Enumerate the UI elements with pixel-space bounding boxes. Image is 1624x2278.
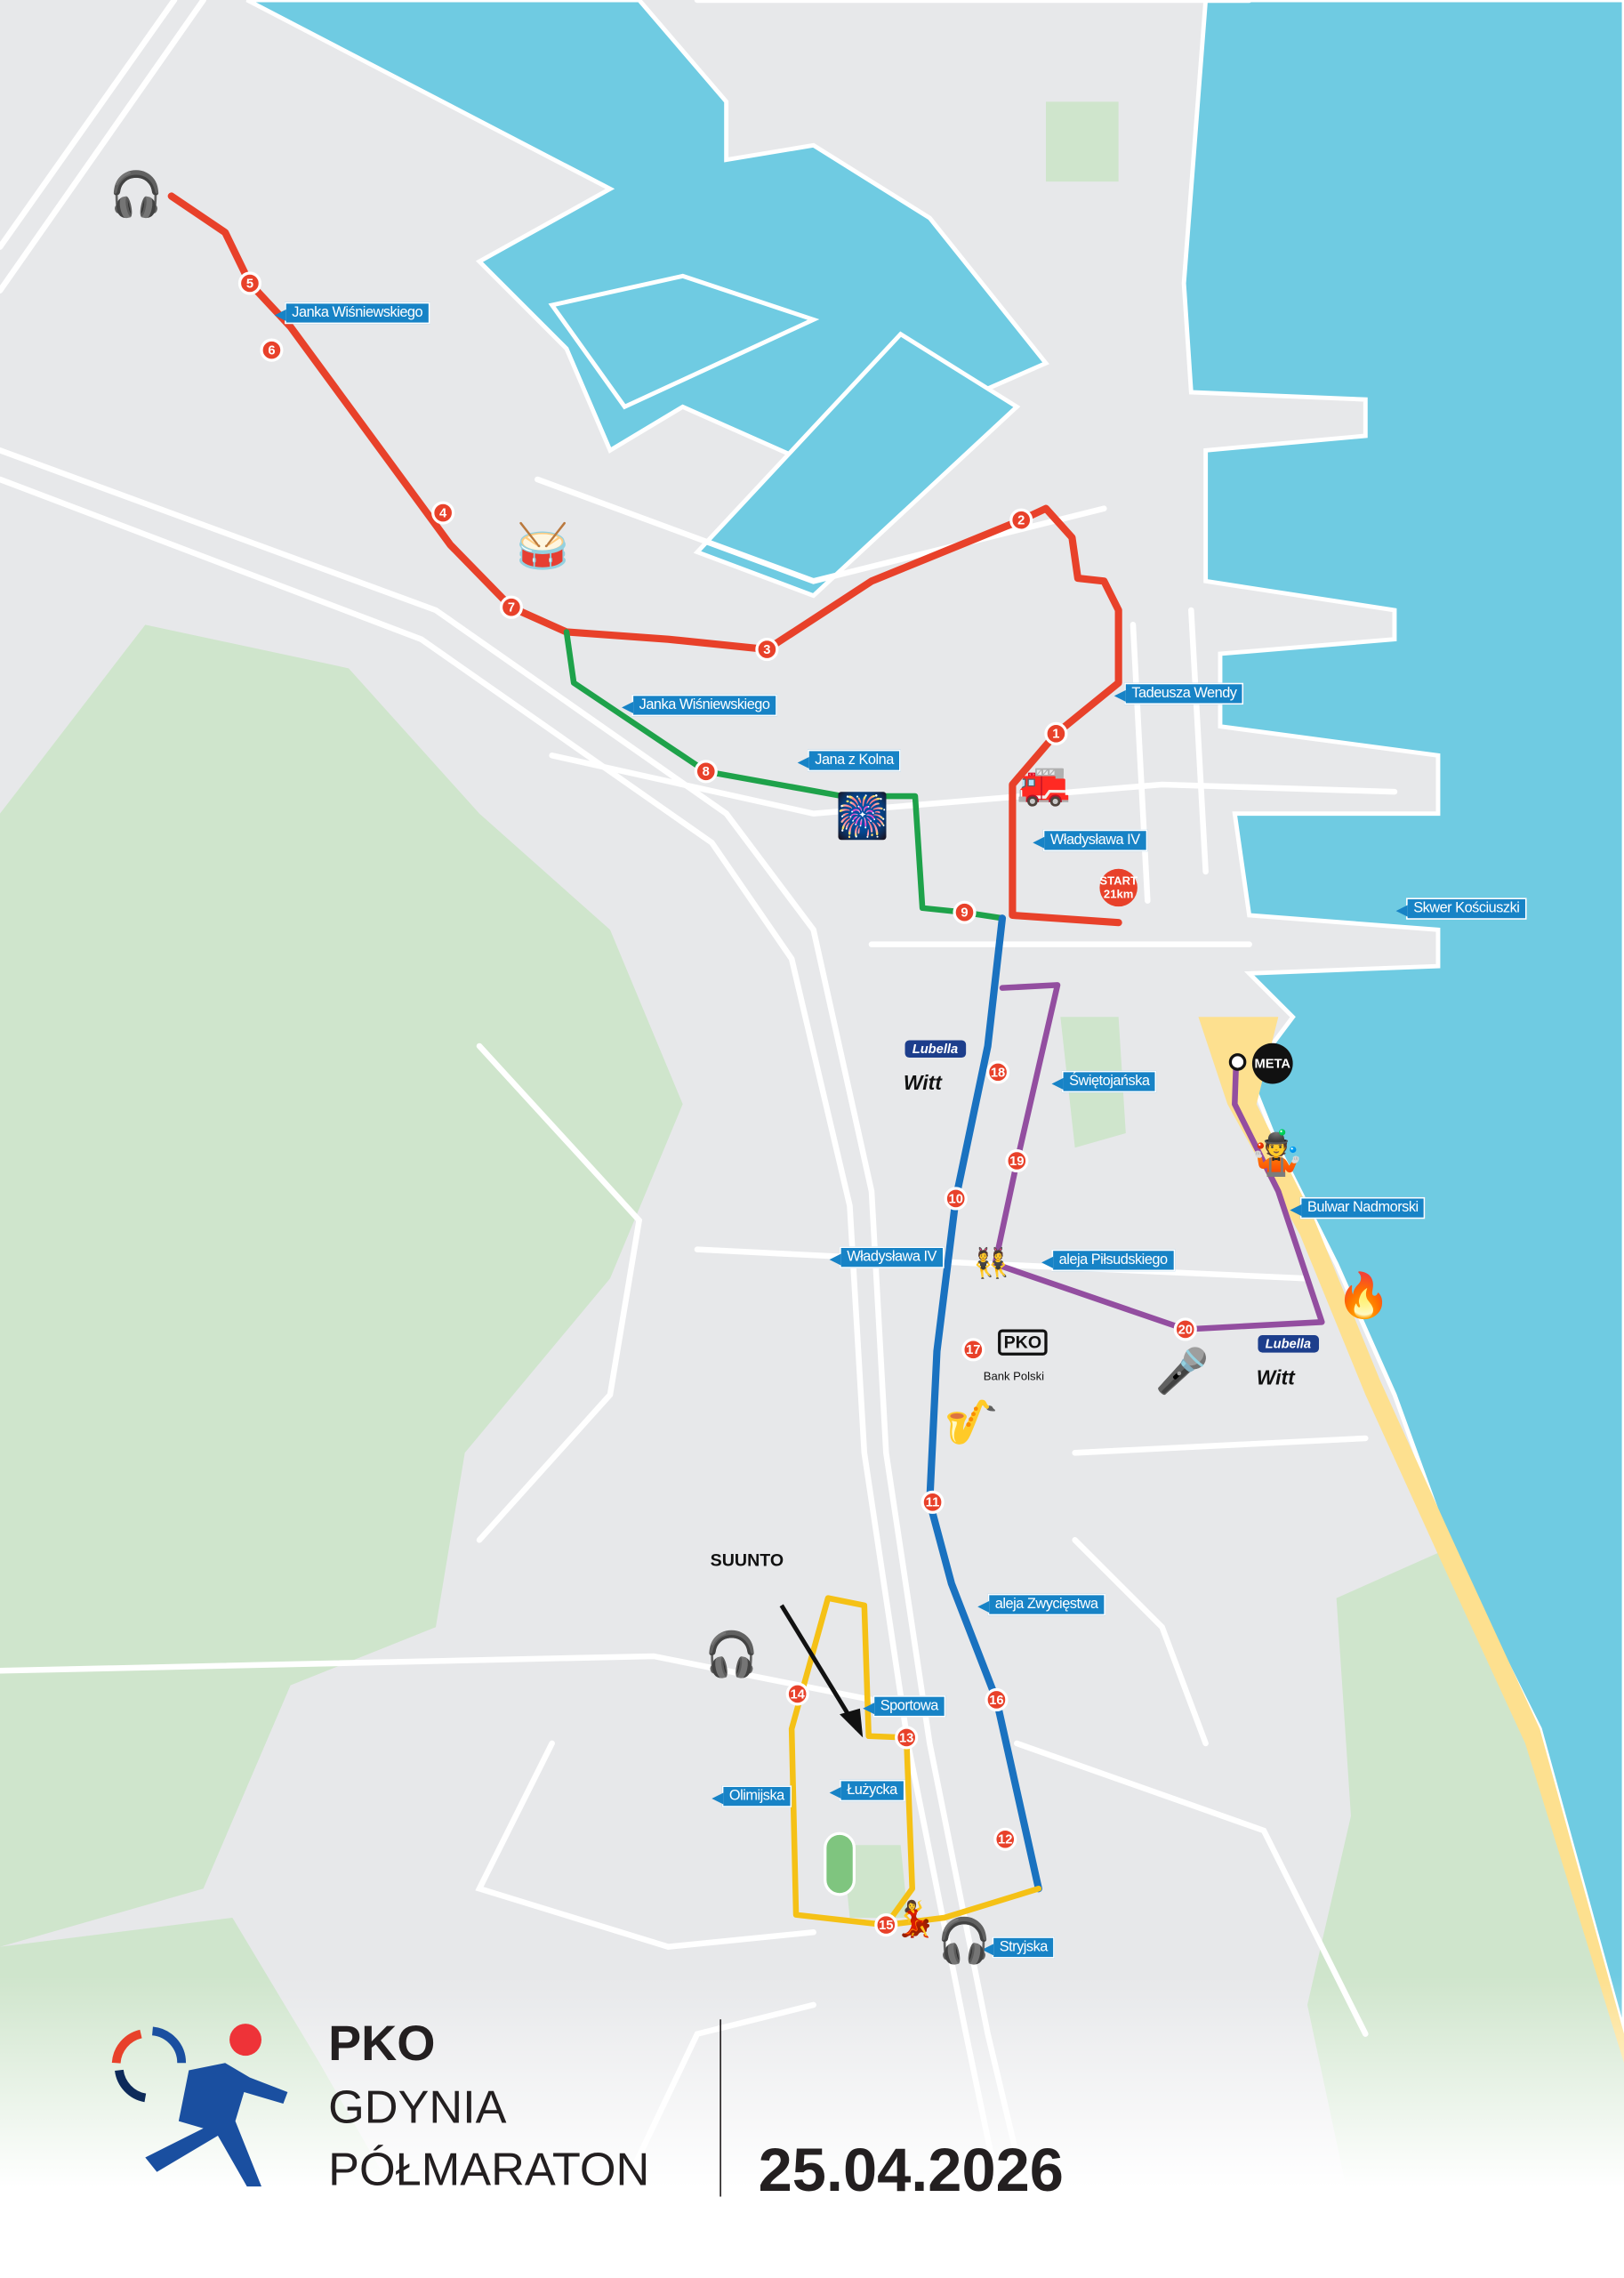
start-label: START	[1099, 874, 1138, 888]
stage-lights-icon: 🎆	[835, 793, 890, 841]
footer-fade	[0, 1976, 1624, 2278]
km-marker: 14	[785, 1682, 809, 1706]
dj-icon: 🎧	[109, 171, 164, 220]
witt-logo: Witt	[1256, 1365, 1295, 1389]
km-marker: 2	[1009, 508, 1033, 532]
street-label: Bulwar Nadmorski	[1290, 1196, 1426, 1219]
km-marker: 8	[694, 760, 718, 784]
cheerleaders-icon: 👯	[973, 1248, 1009, 1280]
km-marker: 5	[237, 271, 261, 295]
street-label: Władysława IV	[829, 1246, 945, 1268]
km-marker: 16	[985, 1687, 1009, 1712]
route-blue	[926, 914, 1042, 1893]
suunto-logo: SUUNTO	[710, 1550, 784, 1571]
water	[245, 0, 1624, 2035]
fire-icon: 🔥	[1336, 1272, 1391, 1321]
street-label: aleja Piłsudskiego	[1041, 1249, 1175, 1272]
street-label: Olimijska	[712, 1785, 792, 1807]
street-label: Łużycka	[829, 1779, 904, 1802]
lubella-logo: Lubella	[904, 1040, 966, 1059]
km-marker: 12	[993, 1827, 1017, 1851]
km-marker: 10	[944, 1187, 968, 1211]
event-brand: PKO	[328, 2016, 436, 2073]
event-city: GDYNIA	[328, 2080, 507, 2133]
street-label: Skwer Kościuszki	[1395, 898, 1527, 920]
lubella-logo: Lubella	[1258, 1335, 1319, 1353]
fire-breather-icon: 🤹	[1249, 1130, 1304, 1179]
finish-pin: META	[1251, 1042, 1293, 1084]
pko-logo: PKO	[998, 1329, 1048, 1356]
street-label: Jana z Kolna	[797, 749, 902, 772]
km-marker: 9	[953, 900, 977, 924]
suunto-arrowhead	[840, 1708, 864, 1738]
dj-icon: 🎧	[937, 1917, 992, 1966]
event-name: PÓŁMARATON	[328, 2143, 650, 2195]
km-marker: 7	[499, 595, 523, 619]
dj-icon: 🎧	[704, 1631, 760, 1680]
start-distance: 21km	[1103, 887, 1134, 901]
event-date: 25.04.2026	[758, 2135, 1064, 2204]
km-marker: 4	[431, 501, 455, 525]
start-pin: START 21km	[1099, 868, 1138, 907]
dancer-icon: 💃	[893, 1900, 937, 1940]
suunto-arrow	[779, 1604, 859, 1730]
street-label: Tadeusza Wendy	[1113, 682, 1244, 705]
km-marker: 1	[1044, 721, 1068, 745]
street-label: Janka Wiśniewskiego	[274, 302, 430, 325]
witt-logo: Witt	[903, 1070, 942, 1094]
firefighter-icon: 🚒	[1017, 760, 1072, 809]
street-label: aleja Zwycięstwa	[977, 1593, 1105, 1616]
saxophone-icon: 🎷	[944, 1398, 999, 1447]
roads	[0, 0, 1398, 2278]
km-marker: 13	[895, 1726, 919, 1750]
route-yellow	[788, 1595, 1042, 1928]
km-marker: 3	[755, 638, 779, 662]
street-label: Janka Wiśniewskiego	[622, 694, 777, 717]
km-marker: 6	[260, 338, 284, 362]
km-marker: 19	[1005, 1148, 1029, 1173]
runner-logo	[111, 2024, 288, 2187]
bank-polski-label: Bank Polski	[983, 1370, 1045, 1383]
km-marker: 11	[921, 1490, 945, 1514]
rapper-icon: 🎤	[1154, 1348, 1210, 1397]
stadium-track	[824, 1831, 856, 1896]
km-marker: 18	[986, 1060, 1010, 1084]
street-label: Sportowa	[863, 1695, 946, 1718]
street-label: Świętojańska	[1051, 1070, 1157, 1093]
km-marker: 15	[874, 1913, 898, 1937]
km-marker: 17	[961, 1338, 985, 1362]
street-label: Stryjska	[982, 1936, 1056, 1959]
drums-icon: 🥁	[515, 522, 570, 571]
km-marker: 20	[1173, 1317, 1197, 1341]
finish-point	[1228, 1053, 1247, 1071]
street-label: Władysława IV	[1033, 829, 1147, 852]
